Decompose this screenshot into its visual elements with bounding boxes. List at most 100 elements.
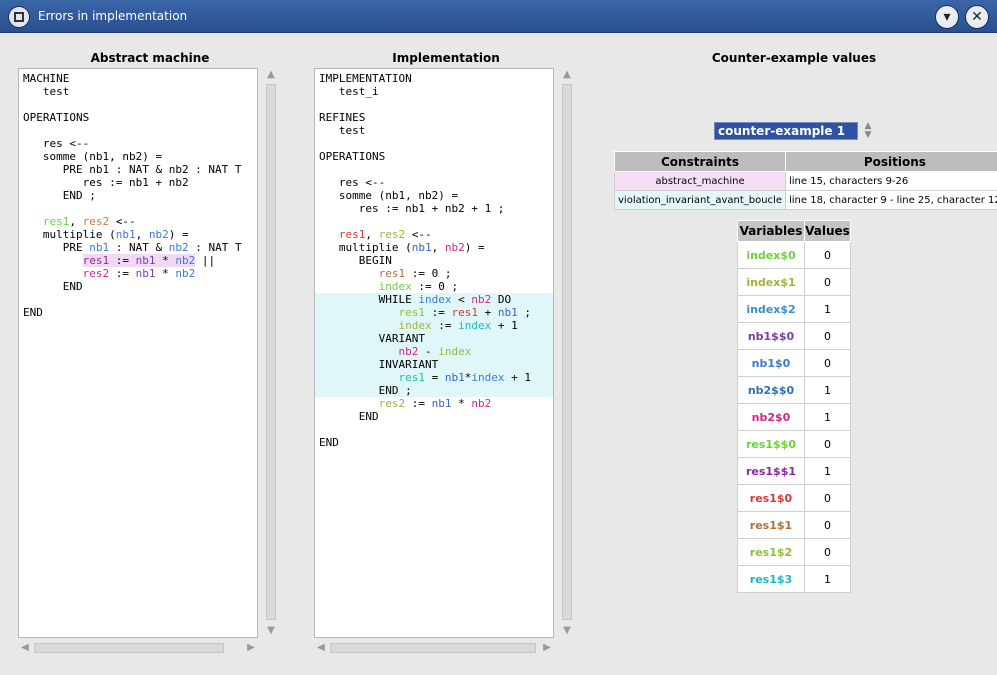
constraint-cell[interactable]: violation_invariant_avant_boucle <box>614 190 786 210</box>
identifier-token: res1 <box>451 306 478 319</box>
scroll-up-icon[interactable]: ▲ <box>563 69 571 80</box>
code-token: <-- <box>405 228 432 241</box>
column-header-values[interactable]: Values <box>804 220 851 242</box>
code-line: MACHINE <box>19 72 257 85</box>
code-line: res1 := 0 ; <box>315 267 553 280</box>
scroll-left-icon[interactable]: ◀ <box>317 642 325 653</box>
variable-cell[interactable]: res1$$0 <box>737 430 805 458</box>
scroll-down-icon[interactable]: ▼ <box>267 625 275 636</box>
scroll-right-icon[interactable]: ▶ <box>247 642 255 653</box>
code-line: res1 = nb1*index + 1 <box>315 371 553 384</box>
identifier-token: res1 <box>398 306 425 319</box>
scroll-down-icon[interactable]: ▼ <box>563 625 571 636</box>
column-header-positions[interactable]: Positions <box>784 151 997 172</box>
code-line: test_i <box>315 85 553 98</box>
column-header-variables[interactable]: Variables <box>737 220 805 242</box>
scroll-thumb[interactable] <box>266 84 276 620</box>
identifier-token: nb1 <box>135 254 156 267</box>
variable-cell[interactable]: res1$3 <box>737 565 805 593</box>
variable-cell[interactable]: res1$1 <box>737 511 805 539</box>
scroll-right-icon[interactable]: ▶ <box>543 642 551 653</box>
abstract-vertical-scrollbar[interactable]: ▲ ▼ <box>264 68 278 638</box>
variable-cell[interactable]: nb2$0 <box>737 403 805 431</box>
code-token: END <box>23 306 43 319</box>
variable-cell[interactable]: nb1$$0 <box>737 322 805 350</box>
code-line: res := nb1 + nb2 <box>19 176 257 189</box>
scroll-thumb[interactable] <box>330 643 536 653</box>
code-token: INVARIANT <box>319 358 439 371</box>
scroll-thumb[interactable] <box>562 84 572 620</box>
code-token: := 0 ; <box>411 280 459 293</box>
variable-cell[interactable]: res1$2 <box>737 538 805 566</box>
code-token: PRE <box>23 241 90 254</box>
code-token: , <box>365 228 379 241</box>
scroll-up-icon[interactable]: ▲ <box>267 69 275 80</box>
minimize-icon[interactable]: ▾ <box>935 5 959 29</box>
position-cell[interactable]: line 15, characters 9-26 <box>784 171 997 191</box>
code-line <box>19 293 257 306</box>
identifier-token: nb1 <box>431 397 452 410</box>
abstract-horizontal-scrollbar[interactable]: ◀ ▶ <box>18 641 258 655</box>
code-token: OPERATIONS <box>319 150 386 163</box>
code-token: , <box>69 215 83 228</box>
code-line <box>315 163 553 176</box>
impl-horizontal-scrollbar[interactable]: ◀ ▶ <box>314 641 554 655</box>
variable-cell[interactable]: nb1$0 <box>737 349 805 377</box>
scroll-thumb[interactable] <box>34 643 224 653</box>
window-menu-icon[interactable] <box>8 6 30 28</box>
code-line: somme (nb1, nb2) = <box>315 189 553 202</box>
constraint-cell[interactable]: abstract_machine <box>614 171 786 191</box>
scroll-left-icon[interactable]: ◀ <box>21 642 29 653</box>
value-cell: 0 <box>804 538 851 566</box>
code-token: somme (nb1, nb2) = <box>23 150 163 163</box>
code-line: BEGIN <box>315 254 553 267</box>
code-token: PRE nb1 : NAT & nb2 : NAT T <box>23 163 242 176</box>
code-token: somme (nb1, nb2) = <box>319 189 459 202</box>
code-token: := <box>109 267 136 280</box>
code-token: : NAT & <box>109 241 169 254</box>
identifier-token: nb2 <box>444 241 465 254</box>
code-token: BEGIN <box>319 254 392 267</box>
code-token: + 1 <box>491 319 518 332</box>
spinner-arrows-icon[interactable]: ▲▼ <box>864 121 872 140</box>
value-cell: 0 <box>804 511 851 539</box>
variable-cell[interactable]: index$2 <box>737 295 805 323</box>
variable-cell[interactable]: nb2$$0 <box>737 376 805 404</box>
variable-cell[interactable]: index$0 <box>737 241 805 269</box>
code-token: * <box>155 254 176 267</box>
variable-cell[interactable]: index$1 <box>737 268 805 296</box>
close-icon[interactable]: ✕ <box>965 5 989 29</box>
position-cell[interactable]: line 18, character 9 - line 25, characte… <box>784 190 997 210</box>
value-cell: 1 <box>804 376 851 404</box>
code-token: res := nb1 + nb2 <box>23 176 189 189</box>
code-token: END <box>23 280 83 293</box>
impl-vertical-scrollbar[interactable]: ▲ ▼ <box>560 68 574 638</box>
column-header-constraints[interactable]: Constraints <box>614 151 786 172</box>
variable-cell[interactable]: res1$0 <box>737 484 805 512</box>
code-line: PRE nb1 : NAT & nb2 : NAT T <box>19 241 257 254</box>
counter-example-select[interactable]: counter-example 1 <box>714 122 858 140</box>
variable-cell[interactable]: res1$$1 <box>737 457 805 485</box>
code-token <box>319 280 379 293</box>
implementation-title: Implementation <box>392 51 500 65</box>
code-token <box>319 228 339 241</box>
identifier-token: nb1 <box>444 371 465 384</box>
